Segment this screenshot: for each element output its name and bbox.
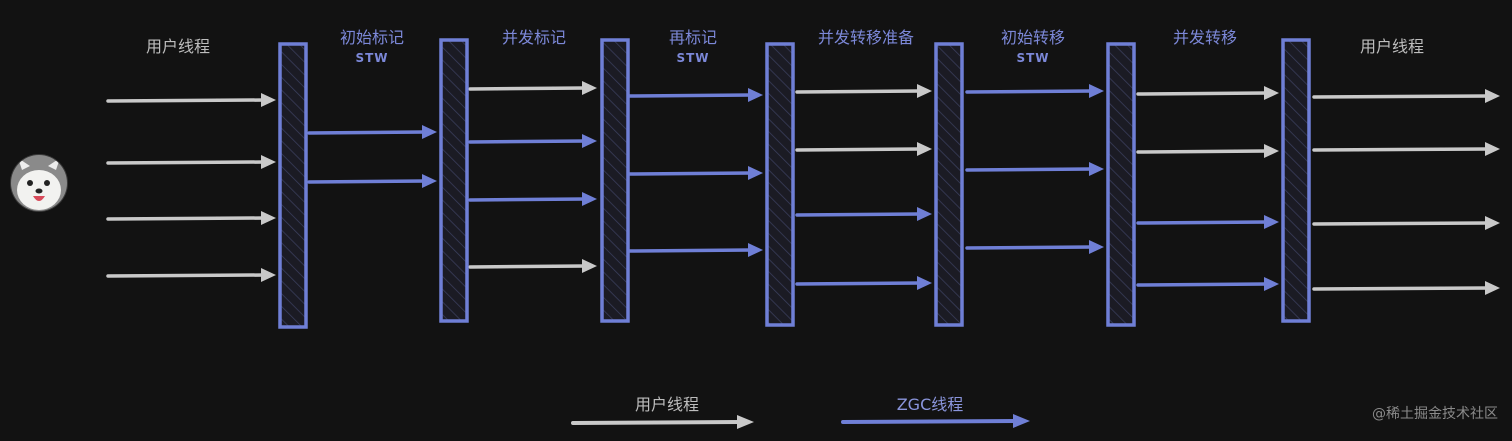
- zgc-thread-arrow: [307, 174, 437, 188]
- phase-label: 用户线程: [146, 37, 210, 56]
- zgc-thread-arrow: [1136, 215, 1279, 229]
- zgc-thread-arrow: [1136, 277, 1279, 291]
- zgc-thread-arrow: [468, 192, 597, 206]
- zgc-thread-arrow: [795, 207, 932, 221]
- zgc-thread-arrow: [965, 84, 1104, 98]
- phase-label: 初始转移: [1001, 28, 1065, 47]
- user-thread-arrow: [468, 81, 597, 95]
- phase-label: 用户线程: [1360, 37, 1424, 56]
- user-thread-arrow: [1312, 216, 1500, 230]
- phase-barrier: [1106, 42, 1136, 327]
- phase-stw-label: STW: [1016, 51, 1049, 65]
- user-thread-arrow: [1312, 281, 1500, 295]
- phase-label: 并发转移: [1173, 28, 1237, 47]
- phase-barrier: [1281, 38, 1311, 323]
- phase-barrier: [278, 42, 308, 329]
- phase-stw-label: STW: [676, 51, 709, 65]
- zgc-thread-arrow: [965, 240, 1104, 254]
- phase-label: 初始标记: [340, 28, 404, 47]
- zgc-thread-arrow: [965, 162, 1104, 176]
- phase-label: 并发转移准备: [818, 28, 914, 47]
- zgc-thread-arrow: [627, 243, 763, 257]
- user-thread-arrow: [106, 268, 276, 282]
- watermark: @稀土掘金技术社区: [1372, 406, 1498, 422]
- user-thread-arrow: [1136, 144, 1279, 158]
- phase-stw-label: STW: [355, 51, 388, 65]
- zgc-thread-arrow: [795, 276, 932, 290]
- user-thread-arrow: [795, 142, 932, 156]
- zgc-thread-arrow: [307, 125, 437, 139]
- user-thread-arrow: [106, 211, 276, 225]
- phase-barrier: [600, 38, 630, 323]
- zgc-thread-arrow: [468, 134, 597, 148]
- phase-label: 再标记: [669, 28, 717, 47]
- phase-barrier: [439, 38, 469, 323]
- legend: 用户线程 ZGC线程: [571, 395, 1030, 429]
- user-thread-arrow: [1312, 142, 1500, 156]
- phase-barrier: [934, 42, 964, 327]
- legend-zgc-label: ZGC线程: [897, 395, 964, 414]
- phase-barrier: [765, 42, 795, 327]
- user-thread-arrow: [1136, 86, 1279, 100]
- zgc-thread-arrow: [627, 88, 763, 102]
- user-thread-arrow: [1312, 89, 1500, 103]
- user-thread-arrow: [106, 155, 276, 169]
- user-thread-arrow: [106, 93, 276, 107]
- legend-user-label: 用户线程: [635, 395, 699, 414]
- phase-label: 并发标记: [502, 28, 566, 47]
- user-thread-arrow: [795, 84, 932, 98]
- zgc-thread-arrow: [627, 166, 763, 180]
- legend-user-arrow: [571, 415, 754, 429]
- user-thread-arrow: [468, 259, 597, 273]
- legend-zgc-arrow: [841, 414, 1030, 428]
- dog-avatar-icon: [10, 154, 68, 212]
